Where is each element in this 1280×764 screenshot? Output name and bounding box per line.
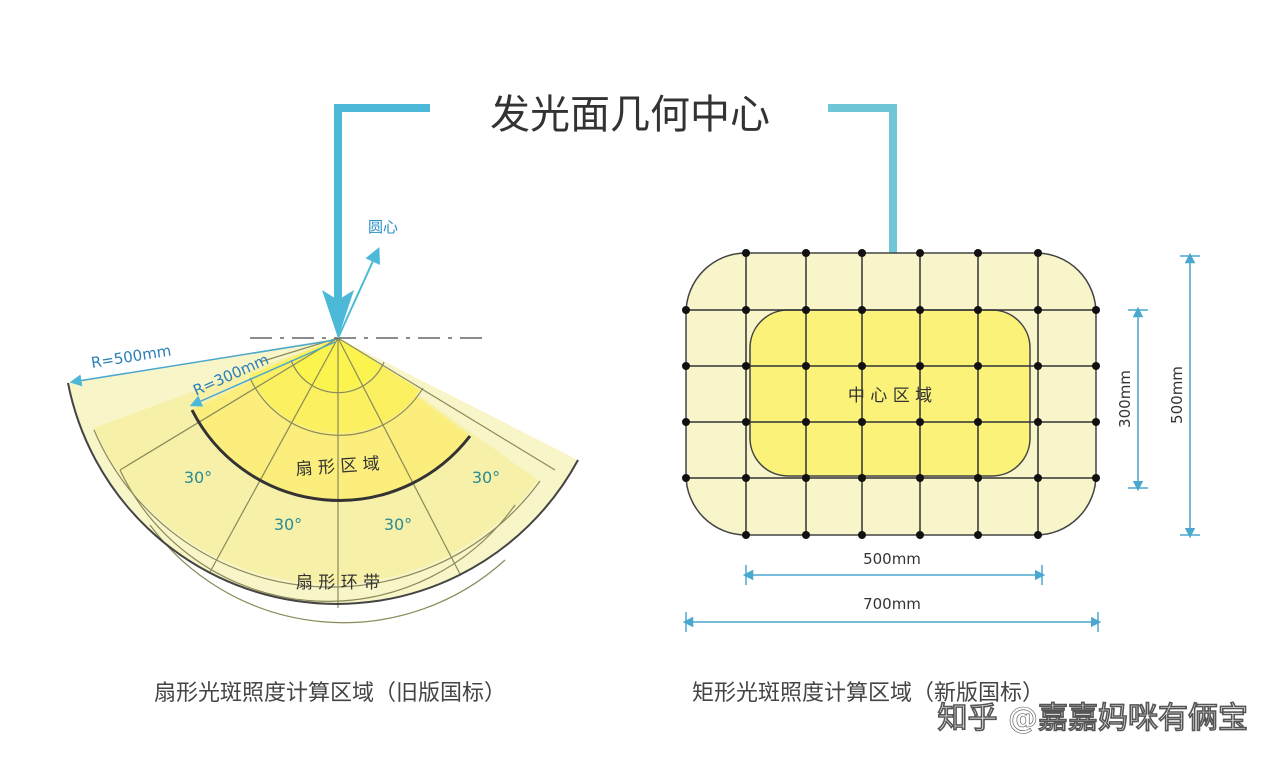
grid-point bbox=[974, 306, 982, 314]
grid-point bbox=[1034, 306, 1042, 314]
watermark: 知乎 @嘉嘉妈咪有俩宝 bbox=[938, 701, 1248, 736]
ring-label: 扇 形 环 带 bbox=[296, 573, 380, 593]
grid-point bbox=[742, 306, 750, 314]
grid-point bbox=[1034, 418, 1042, 426]
grid-point bbox=[1034, 474, 1042, 482]
center-region-label: 中 心 区 域 bbox=[848, 386, 932, 406]
grid-point bbox=[916, 249, 924, 257]
grid-point bbox=[916, 474, 924, 482]
grid-point bbox=[682, 418, 690, 426]
grid-point bbox=[802, 306, 810, 314]
grid-point bbox=[858, 418, 866, 426]
grid-point bbox=[802, 362, 810, 370]
left-pointer-arrow bbox=[322, 104, 430, 338]
grid-point bbox=[802, 249, 810, 257]
angle-label-2: 30° bbox=[274, 515, 302, 534]
grid-point bbox=[916, 306, 924, 314]
dimension-lines: 500mm 700mm 300mm 500mm bbox=[682, 252, 1200, 632]
grid-point bbox=[974, 474, 982, 482]
left-caption: 扇形光斑照度计算区域（旧版国标） bbox=[154, 681, 506, 706]
angle-label-1: 30° bbox=[184, 468, 212, 487]
grid-point bbox=[802, 474, 810, 482]
grid-point bbox=[916, 418, 924, 426]
grid-point bbox=[742, 418, 750, 426]
right-caption: 矩形光斑照度计算区域（新版国标） bbox=[692, 681, 1044, 706]
dim-inner-width: 500mm bbox=[863, 550, 921, 568]
title: 发光面几何中心 bbox=[490, 92, 770, 138]
grid-point bbox=[858, 531, 866, 539]
grid-point bbox=[1034, 531, 1042, 539]
grid-point bbox=[974, 362, 982, 370]
grid-point bbox=[802, 531, 810, 539]
dim-inner-height: 300mm bbox=[1116, 370, 1134, 428]
rect-diagram: 中 心 区 域 bbox=[682, 249, 1100, 539]
grid-point bbox=[974, 418, 982, 426]
grid-point bbox=[858, 474, 866, 482]
grid-point bbox=[682, 306, 690, 314]
grid-point bbox=[682, 362, 690, 370]
grid-point bbox=[742, 362, 750, 370]
grid-point bbox=[858, 306, 866, 314]
grid-point bbox=[916, 362, 924, 370]
grid-point bbox=[974, 249, 982, 257]
grid-point bbox=[742, 474, 750, 482]
grid-point bbox=[858, 362, 866, 370]
grid-point bbox=[1092, 306, 1100, 314]
grid-point bbox=[974, 531, 982, 539]
grid-point bbox=[1034, 249, 1042, 257]
grid-point bbox=[916, 531, 924, 539]
grid-point bbox=[742, 531, 750, 539]
dim-outer-height: 500mm bbox=[1168, 366, 1186, 424]
grid-point bbox=[1092, 362, 1100, 370]
dim-outer-width: 700mm bbox=[863, 595, 921, 613]
grid-point bbox=[802, 418, 810, 426]
angle-label-3: 30° bbox=[384, 515, 412, 534]
grid-point bbox=[1092, 474, 1100, 482]
grid-point bbox=[742, 249, 750, 257]
grid-point bbox=[858, 249, 866, 257]
fan-diagram: 圆心 R=500mm R=300mm 扇 形 区 域 扇 形 环 带 30° 3… bbox=[67, 218, 579, 624]
grid-point bbox=[1092, 418, 1100, 426]
grid-point bbox=[1034, 362, 1042, 370]
center-label: 圆心 bbox=[368, 218, 398, 236]
grid-point bbox=[682, 474, 690, 482]
angle-label-4: 30° bbox=[472, 468, 500, 487]
